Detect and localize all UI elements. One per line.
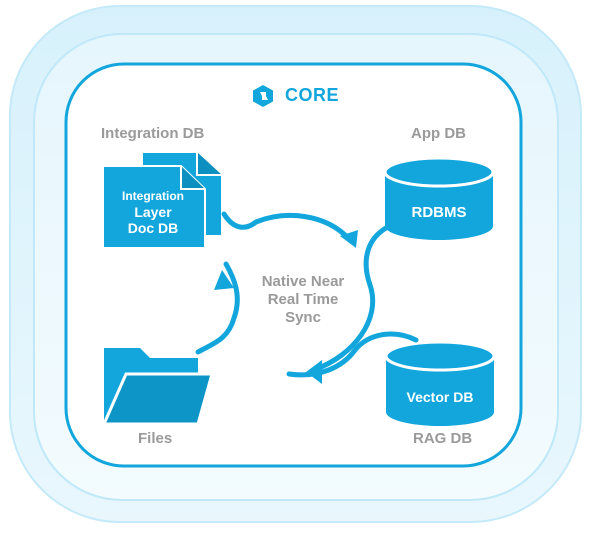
arrowhead-left bbox=[214, 270, 234, 290]
rdbms-label: RDBMS bbox=[411, 204, 467, 221]
sync-line1: Native Near bbox=[261, 273, 345, 290]
vector-database-icon bbox=[384, 340, 496, 426]
integration-box-label: Integration Layer Doc DB bbox=[103, 189, 203, 236]
app-db-caption: App DB bbox=[411, 125, 466, 142]
sync-line2: Real Time bbox=[267, 291, 339, 308]
files-caption: Files bbox=[138, 430, 173, 447]
integration-db-caption: Integration DB bbox=[101, 125, 205, 142]
integration-line3: Doc DB bbox=[127, 219, 179, 236]
sync-line3: Sync bbox=[285, 309, 321, 326]
core-title: CORE bbox=[285, 85, 340, 105]
rdbms-database-icon bbox=[383, 156, 495, 240]
arrowhead-bottom bbox=[306, 360, 322, 384]
rag-db-caption: RAG DB bbox=[413, 430, 473, 447]
vector-db-label: Vector DB bbox=[406, 389, 474, 405]
folder-icon bbox=[101, 348, 214, 426]
arrowhead-top bbox=[340, 230, 358, 248]
integration-line2: Layer bbox=[134, 203, 172, 220]
arrowheads bbox=[214, 230, 358, 384]
document-stack-icon bbox=[102, 151, 223, 249]
integration-line1: Integration bbox=[122, 189, 184, 203]
sync-label: Native Near Real Time Sync bbox=[240, 273, 366, 327]
core-logo-icon bbox=[253, 85, 273, 107]
